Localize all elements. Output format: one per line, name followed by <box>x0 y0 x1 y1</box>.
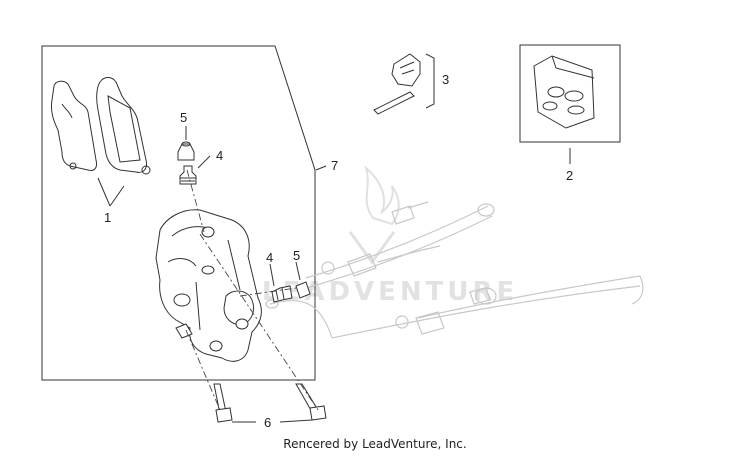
bleed-cap-upper <box>177 141 195 161</box>
mounting-bolt-right <box>295 383 327 421</box>
assembly-axis-bleed <box>186 169 205 233</box>
callout-4-lower: 4 <box>266 250 273 265</box>
callout-3: 3 <box>442 72 449 87</box>
callout-6: 6 <box>264 415 271 430</box>
brake-hose-ghost <box>265 201 644 339</box>
bleed-cap-lower <box>295 281 311 299</box>
callout-2: 2 <box>566 168 573 183</box>
assembly-axis-right-bolt <box>199 233 319 411</box>
caliper-body <box>155 209 262 362</box>
footer-credit: Rencered by LeadVenture, Inc. <box>283 437 467 451</box>
callout-4-upper: 4 <box>216 148 223 163</box>
callout-7: 7 <box>331 158 338 173</box>
callout-5-upper: 5 <box>180 110 187 125</box>
assembly-axis-side-bleed <box>239 287 297 297</box>
mounting-bolt-left <box>213 383 233 423</box>
pin-kit <box>373 53 435 115</box>
brake-pad-left <box>51 80 97 171</box>
callout-1: 1 <box>104 210 111 225</box>
callout-5-lower: 5 <box>293 248 300 263</box>
brake-pad-right <box>96 77 151 175</box>
leader-lines <box>97 126 571 423</box>
seal-kit-box <box>519 44 621 143</box>
bleed-screw-lower <box>271 285 293 303</box>
